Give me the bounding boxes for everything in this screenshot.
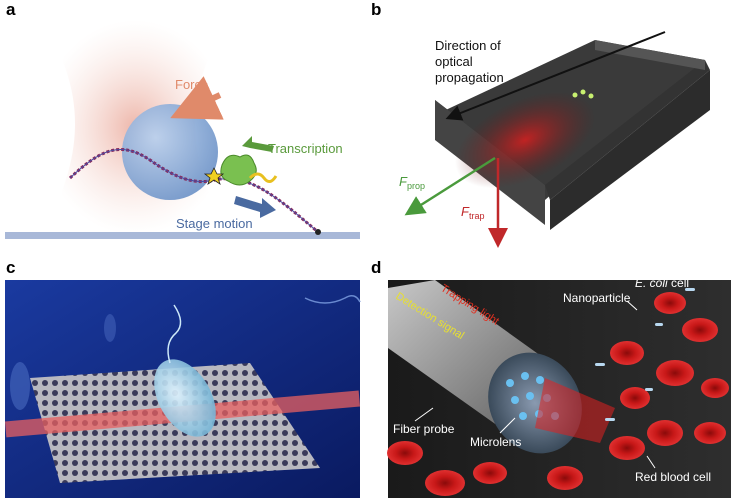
direction-label-2: optical — [435, 54, 473, 69]
force-label: Force — [175, 77, 208, 92]
panel-a-illustration: Force Transcription Stage motion — [5, 20, 360, 239]
panel-c-illustration — [4, 280, 361, 498]
propagation-arrow — [445, 31, 666, 121]
link-star-icon — [203, 167, 225, 185]
trapped-bacterium — [154, 359, 216, 437]
direction-label-1: Direction of — [435, 38, 501, 53]
ecoli-label: E. coli cell — [635, 276, 689, 290]
stage-surface — [5, 232, 360, 239]
transcription-arrow — [242, 136, 274, 152]
force-arrow — [170, 76, 224, 120]
stage-motion-arrow — [234, 196, 276, 218]
panel-b: Direction of optical propagation Fprop F… — [365, 0, 731, 250]
waveguide-back-wall — [595, 40, 705, 70]
panel-label-b: b — [371, 0, 382, 19]
waveguide-right-face — [550, 70, 710, 230]
trapping-glow — [454, 91, 596, 189]
panel-d: E. coli cell Nanoparticle Trapping light… — [365, 258, 731, 498]
nanoparticles — [595, 288, 695, 421]
rna-polymerase — [220, 154, 257, 186]
panel-label-d: d — [371, 258, 382, 277]
trapped-bead — [122, 104, 218, 200]
fiber-probe-label: Fiber probe — [393, 422, 455, 436]
red-blood-cell-label: Red blood cell — [635, 470, 711, 484]
fprop-arrow — [404, 156, 496, 216]
red-blood-cells — [387, 292, 729, 496]
waveguide-right-wall — [545, 60, 710, 200]
panel-label-a: a — [6, 0, 16, 19]
trapping-light-beams — [535, 378, 615, 443]
transcription-label: Transcription — [268, 141, 343, 156]
panel-b-illustration: Direction of optical propagation Fprop F… — [399, 31, 710, 248]
fprop-label: Fprop — [399, 174, 425, 191]
bacterium-flagella — [167, 304, 182, 364]
ftrap-label: Ftrap — [461, 204, 484, 221]
stage-motion-label: Stage motion — [176, 216, 253, 231]
nanoparticle-label: Nanoparticle — [563, 291, 631, 305]
rna-transcript — [248, 172, 278, 183]
panel-a: Force Transcription Stage motion a — [0, 0, 365, 250]
direction-label-3: propagation — [435, 70, 504, 85]
panel-label-c: c — [6, 258, 16, 277]
panel-d-illustration: E. coli cell Nanoparticle Trapping light… — [387, 276, 731, 498]
microlens-label: Microlens — [470, 435, 521, 449]
panel-c: c — [0, 258, 365, 498]
